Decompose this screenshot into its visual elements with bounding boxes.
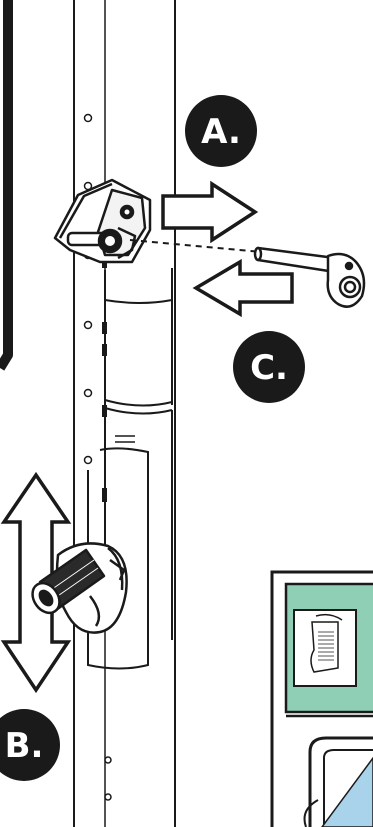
svg-text:B.: B.	[5, 726, 44, 766]
pull-out-arrow-icon	[163, 184, 255, 240]
sticker-icon	[294, 610, 356, 686]
pin-latch-icon	[55, 180, 150, 262]
push-in-arrow-icon	[196, 262, 292, 314]
alignment-line	[130, 240, 262, 252]
svg-text:A.: A.	[201, 112, 241, 152]
label-a: A.	[185, 95, 257, 167]
control-panel	[272, 572, 373, 827]
svg-text:C.: C.	[250, 348, 288, 388]
vertical-post	[74, 0, 175, 827]
frame-bracket	[0, 0, 8, 368]
label-c: C.	[233, 331, 305, 403]
label-b: B.	[0, 709, 60, 781]
